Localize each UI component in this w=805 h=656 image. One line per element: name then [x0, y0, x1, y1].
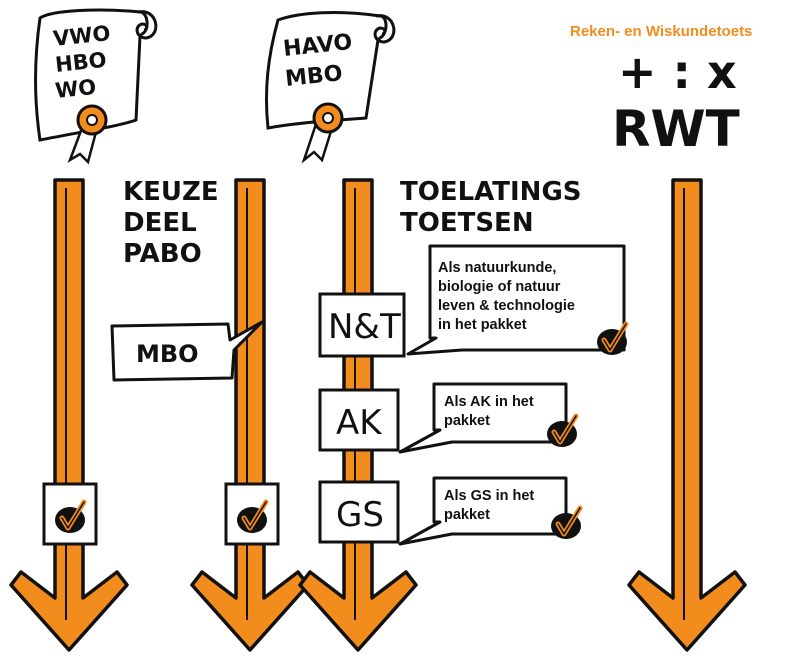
note-ak: Als AK in het pakket	[398, 382, 577, 454]
note-line: pakket	[444, 507, 490, 523]
rwt-symbols: + : x	[618, 45, 737, 99]
heading-line: TOELATINGS	[400, 177, 582, 207]
heading-keuzedeel: KEUZE DEEL PABO	[123, 177, 219, 269]
heading-line: TOETSEN	[400, 208, 534, 238]
heading-line: KEUZE	[123, 177, 219, 207]
rwt-title: Reken- en Wiskundetoets	[570, 23, 752, 40]
scroll-line: HBO	[54, 48, 108, 77]
note-line: pakket	[444, 413, 490, 429]
check-box-vwo	[42, 482, 98, 546]
note-gs: Als GS in het pakket	[398, 476, 581, 546]
arrow-rwt	[627, 178, 747, 652]
mbo-label: MBO	[136, 340, 199, 368]
note-line: Als GS in het	[444, 488, 534, 504]
test-gs: GS	[318, 480, 400, 544]
note-line: Als AK in het	[444, 394, 534, 410]
rwt-block: Reken- en Wiskundetoets + : x RWT	[570, 23, 752, 158]
scroll-line: MBO	[284, 61, 344, 92]
scroll-vwo: VWO HBO WO	[34, 8, 158, 165]
scroll-line: WO	[54, 75, 97, 103]
check-box-havo	[224, 482, 280, 546]
heading-toelatingstoetsen: TOELATINGS TOETSEN	[400, 177, 582, 238]
arrow-vwo	[9, 178, 129, 652]
scroll-line: VWO	[52, 21, 111, 51]
mbo-callout: MBO	[110, 320, 264, 382]
heading-line: PABO	[123, 239, 202, 269]
note-line: leven & technologie	[438, 298, 575, 314]
note-line: Als natuurkunde,	[438, 260, 556, 276]
rwt-abbr: RWT	[612, 100, 740, 158]
note-line: biologie of natuur	[438, 279, 561, 295]
arrow-havo	[190, 178, 310, 652]
ribbon-icon	[67, 104, 108, 165]
heading-line: DEEL	[123, 208, 197, 238]
test-code: GS	[336, 495, 384, 535]
test-nt: N&T	[318, 292, 406, 358]
scroll-havo: HAVO MBO	[264, 11, 396, 164]
ribbon-icon	[301, 102, 344, 164]
test-code: N&T	[328, 307, 401, 347]
test-ak: AK	[318, 388, 400, 452]
test-code: AK	[336, 403, 383, 443]
note-line: in het pakket	[438, 317, 527, 333]
note-nt: Als natuurkunde, biologie of natuur leve…	[406, 244, 627, 355]
